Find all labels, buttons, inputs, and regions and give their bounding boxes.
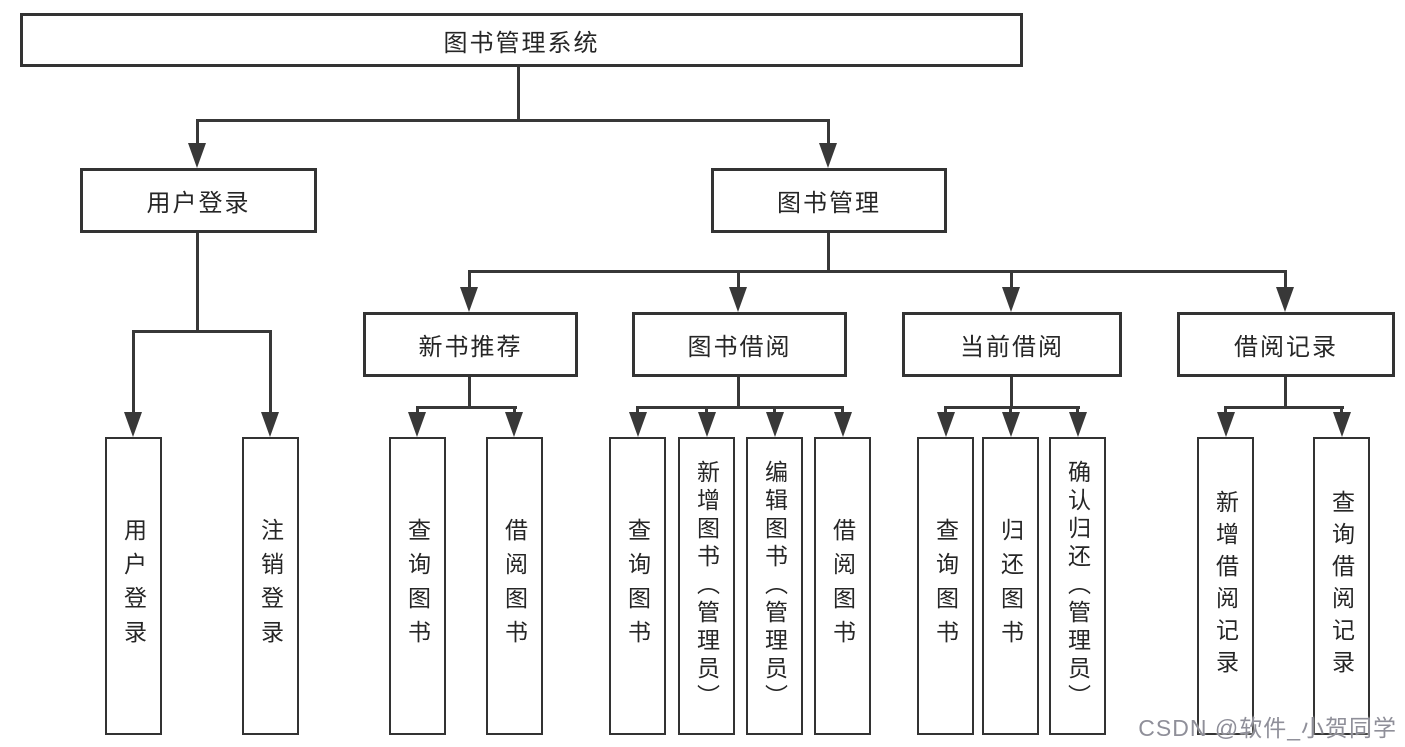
- node-label: 查询借阅记录: [1328, 490, 1355, 682]
- node-recommend-query-books: 查询图书: [389, 437, 446, 735]
- connector-hline: [416, 406, 517, 409]
- csdn-watermark: CSDN @软件_小贺同学: [1138, 715, 1397, 741]
- node-label: 查询图书: [624, 518, 651, 654]
- connector-vline: [1009, 406, 1012, 416]
- connector-hline: [1224, 406, 1344, 409]
- node-return-book: 归还图书: [982, 437, 1039, 735]
- connector-vline: [705, 406, 708, 416]
- node-recommend-borrow-books: 借阅图书: [486, 437, 543, 735]
- arrowhead-down-icon: [261, 412, 279, 437]
- node-edit-book-admin: 编辑图书（管理员）: [746, 437, 803, 735]
- connector-vline: [944, 406, 947, 416]
- arrowhead-down-icon: [1002, 412, 1020, 437]
- node-borrowing-records: 借阅记录: [1177, 312, 1395, 377]
- node-label: 用户登录: [120, 518, 147, 654]
- connector-vline: [269, 330, 272, 414]
- connector-vline: [636, 406, 639, 416]
- connector-vline: [841, 406, 844, 416]
- node-label: 归还图书: [997, 518, 1024, 654]
- node-logout: 注销登录: [242, 437, 299, 735]
- arrowhead-down-icon: [1276, 287, 1294, 312]
- arrowhead-down-icon: [698, 412, 716, 437]
- node-book-management: 图书管理: [711, 168, 947, 233]
- node-label: 查询图书: [932, 518, 959, 654]
- node-label: 借阅图书: [501, 518, 528, 654]
- connector-vline: [517, 66, 520, 121]
- connector-vline: [827, 233, 830, 273]
- arrowhead-down-icon: [1217, 412, 1235, 437]
- connector-vline: [1284, 270, 1287, 292]
- arrowhead-down-icon: [819, 143, 837, 168]
- connector-vline: [827, 119, 830, 149]
- connector-vline: [773, 406, 776, 416]
- node-label: 查询图书: [404, 518, 431, 654]
- connector-vline: [1010, 377, 1013, 409]
- arrowhead-down-icon: [408, 412, 426, 437]
- node-query-borrow-record: 查询借阅记录: [1313, 437, 1370, 735]
- connector-vline: [468, 270, 471, 292]
- connector-vline: [737, 270, 740, 292]
- node-label: 新增图书（管理员）: [693, 460, 720, 712]
- connector-vline: [196, 119, 199, 149]
- connector-hline: [132, 330, 272, 333]
- arrowhead-down-icon: [188, 143, 206, 168]
- node-user-login-module: 用户登录: [80, 168, 317, 233]
- arrowhead-down-icon: [729, 287, 747, 312]
- connector-hline: [944, 406, 1080, 409]
- arrowhead-down-icon: [124, 412, 142, 437]
- connector-vline: [1010, 270, 1013, 292]
- node-current-query-books: 查询图书: [917, 437, 974, 735]
- connector-vline: [1224, 406, 1227, 416]
- connector-vline: [468, 377, 471, 409]
- connector-vline: [416, 406, 419, 416]
- arrowhead-down-icon: [1069, 412, 1087, 437]
- node-user-login-leaf: 用户登录: [105, 437, 162, 735]
- node-add-borrow-record: 新增借阅记录: [1197, 437, 1254, 735]
- arrowhead-down-icon: [460, 287, 478, 312]
- arrowhead-down-icon: [505, 412, 523, 437]
- arrowhead-down-icon: [834, 412, 852, 437]
- connector-hline: [468, 270, 1287, 273]
- connector-vline: [1076, 406, 1079, 416]
- connector-vline: [737, 377, 740, 409]
- arrowhead-down-icon: [1002, 287, 1020, 312]
- node-label: 新增借阅记录: [1212, 490, 1239, 682]
- node-new-book-recommend: 新书推荐: [363, 312, 578, 377]
- node-library-system: 图书管理系统: [20, 13, 1023, 67]
- arrowhead-down-icon: [1333, 412, 1351, 437]
- connector-vline: [1340, 406, 1343, 416]
- arrowhead-down-icon: [629, 412, 647, 437]
- arrowhead-down-icon: [937, 412, 955, 437]
- node-borrowing-borrow-books: 借阅图书: [814, 437, 871, 735]
- connector-hline: [636, 406, 844, 409]
- node-label: 编辑图书（管理员）: [761, 460, 788, 712]
- node-borrowing-query-books: 查询图书: [609, 437, 666, 735]
- node-confirm-return-admin: 确认归还（管理员）: [1049, 437, 1106, 735]
- arrowhead-down-icon: [766, 412, 784, 437]
- node-add-book-admin: 新增图书（管理员）: [678, 437, 735, 735]
- node-label: 确认归还（管理员）: [1064, 460, 1091, 712]
- connector-vline: [1284, 377, 1287, 409]
- node-current-borrowing: 当前借阅: [902, 312, 1122, 377]
- connector-hline: [196, 119, 830, 122]
- connector-vline: [513, 406, 516, 416]
- connector-vline: [132, 330, 135, 414]
- node-label: 注销登录: [257, 518, 284, 654]
- node-book-borrowing: 图书借阅: [632, 312, 847, 377]
- node-label: 借阅图书: [829, 518, 856, 654]
- connector-vline: [196, 233, 199, 333]
